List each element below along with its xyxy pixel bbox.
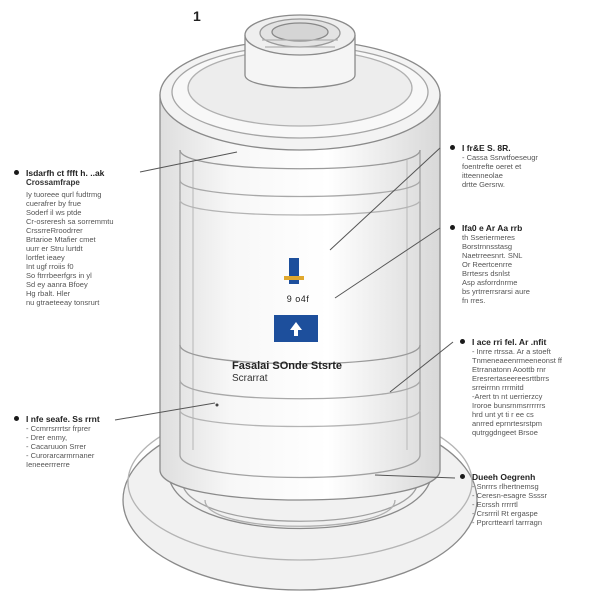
callout-heading: I fr&E S. 8R. xyxy=(462,143,511,153)
callout-item: Ieneeerrrerre xyxy=(26,460,70,469)
canister-body xyxy=(159,94,441,501)
bullet-marker xyxy=(460,474,465,479)
callout-heading: I nfe seafe. Ss rrnt xyxy=(26,414,100,424)
callout-right-upper-middle: Ifa0 e Ar Aa rrb th Sseriermeres Borstrn… xyxy=(450,223,582,305)
anchor-dot xyxy=(215,403,219,407)
callout-left-top: Isdarfh ct ffft h. ..ak Crossamfrape Iy … xyxy=(14,168,136,307)
bullet-marker xyxy=(460,339,465,344)
callout-heading: Ifa0 e Ar Aa rrb xyxy=(462,223,523,233)
callout-item: - Snrrrs rlhertnemsg xyxy=(472,482,539,491)
callout-right-top: I fr&E S. 8R. - Cassa Ssrwtfoeseugr foen… xyxy=(450,143,582,189)
brand-subtitle: Scrarrat xyxy=(232,373,268,384)
callout-heading: I ace rri fel. Ar .nfit xyxy=(472,337,547,347)
arrow-up-icon xyxy=(274,315,318,342)
callout-item: - Drer enmy, xyxy=(26,433,68,442)
callout-item: - Crsrrril Rt ergaspe xyxy=(472,509,538,518)
bullet-marker xyxy=(14,170,19,175)
callout-item: - Ecrssh rrrrrtl xyxy=(472,500,518,509)
callout-right-bottom: Dueeh Oegrenh - Snrrrs rlhertnemsg - Cer… xyxy=(460,472,592,527)
callout-body: th Sseriermeres Borstrnnsstasg Naetrrees… xyxy=(462,233,530,305)
callout-left-bottom: I nfe seafe. Ss rrnt - Ccmrrsrrrtsr frpr… xyxy=(14,414,126,469)
callout-body: - Inrre rtrssa. Ar a stoeft Tnmeneaeenrm… xyxy=(472,347,562,437)
callout-item: - Ccmrrsrrrtsr frprer xyxy=(26,424,91,433)
leader-lines xyxy=(114,147,456,479)
callout-heading: Dueeh Oegrenh xyxy=(472,472,536,482)
callout-right-lower-middle: I ace rri fel. Ar .nfit - Inrre rtrssa. … xyxy=(460,337,592,437)
page-number: 1 xyxy=(193,8,201,24)
center-value-readout: 9 o4f xyxy=(286,294,310,304)
callout-subheading: Crossamfrape xyxy=(26,178,80,187)
callout-item: - Cacaruuon Srrer xyxy=(26,442,87,451)
bullet-marker xyxy=(450,145,455,150)
canister-top xyxy=(159,14,441,151)
bullet-marker xyxy=(450,225,455,230)
callout-heading: Isdarfh ct ffft h. ..ak xyxy=(26,168,105,178)
callout-item: - Ceresn-esagre Ssssr xyxy=(472,491,548,500)
brand-title: Fasalai SOnde Stsrte xyxy=(232,360,343,372)
callout-item: - Pprcrttearrl tarrragn xyxy=(472,518,543,527)
callout-item: - Curorarcarmrnaner xyxy=(26,451,95,460)
bullet-marker xyxy=(14,416,19,421)
callout-body: - Cassa Ssrwtfoeseugr foentrefte oeret e… xyxy=(462,153,538,189)
status-indicator xyxy=(284,258,304,284)
callout-body: Iy tuoreee qurl fudtrmg cuerafrer by fru… xyxy=(26,190,114,307)
